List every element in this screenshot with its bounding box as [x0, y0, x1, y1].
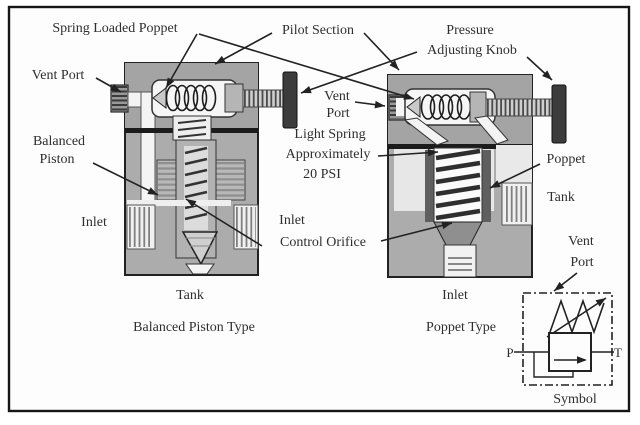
section-divider [388, 144, 532, 149]
label-spring-loaded-poppet: Spring Loaded Poppet [52, 21, 177, 36]
label-light-spring-1: Light Spring [294, 127, 365, 142]
main-spring [435, 148, 481, 221]
label-inlet-control-orifice-1: Inlet [279, 213, 305, 228]
caption-balanced-piston-type: Balanced Piston Type [133, 320, 255, 335]
symbol-pilot-line [533, 352, 574, 378]
main-spring-chamber [433, 147, 483, 223]
pilot-spring [420, 94, 472, 120]
label-balanced-piston-2: Piston [39, 152, 74, 167]
label-poppet: Poppet [547, 152, 586, 167]
adjusting-knob [551, 84, 567, 144]
label-pressure-adjusting-knob-2: Adjusting Knob [427, 43, 517, 58]
label-vent-center-1: Vent [324, 89, 350, 104]
label-tank-bottom: Tank [176, 288, 204, 303]
balanced-piston-valve [110, 62, 298, 276]
caption-poppet-type: Poppet Type [426, 320, 496, 335]
symbol-envelope [522, 292, 613, 386]
pilot-poppet-cone [406, 95, 421, 119]
label-vent-center-2: Port [326, 106, 349, 121]
relief-valve-symbol [514, 292, 614, 386]
label-inlet-control-orifice-2: Control Orifice [280, 235, 366, 250]
flow-gap [127, 200, 231, 206]
label-port-p: P [506, 345, 513, 360]
arrowhead [577, 356, 587, 364]
pilot-passage-left [403, 117, 450, 146]
label-light-spring-2: Approximately [286, 147, 371, 162]
inlet-seat-ribs [448, 257, 472, 271]
label-balanced-piston-1: Balanced [33, 134, 85, 149]
poppet-guide-left [425, 150, 434, 222]
label-inlet-left: Inlet [81, 215, 107, 230]
leader-lines [92, 32, 578, 292]
label-inlet-bottom: Inlet [442, 288, 468, 303]
pilot-passage-right [474, 115, 509, 145]
poppet-valve [387, 74, 567, 278]
label-vent-symbol-1: Vent [568, 234, 594, 249]
label-vent-symbol-2: Port [570, 255, 593, 270]
label-light-spring-3: 20 PSI [303, 167, 341, 182]
figure-border [7, 5, 631, 413]
label-pressure-adjusting-knob-1: Pressure [446, 23, 493, 38]
inlet-channel-left [126, 204, 156, 250]
caption-symbol: Symbol [553, 392, 597, 407]
pilot-seat-spring [177, 119, 207, 138]
poppet-guide-right [482, 150, 491, 222]
screw-collar [224, 83, 244, 113]
pilot-spring [165, 84, 217, 112]
adjusting-knob [282, 71, 298, 129]
inlet-port [443, 244, 477, 278]
label-vent-port-left: Vent Port [32, 68, 85, 83]
piston-nose [181, 231, 219, 266]
symbol-valve-box [548, 332, 592, 372]
symbol-adjust-arrow [546, 297, 607, 338]
label-pilot-section: Pilot Section [282, 23, 354, 38]
label-tank-right: Tank [547, 190, 575, 205]
label-port-t: T [614, 345, 622, 360]
arrowhead [595, 298, 606, 307]
tank-throat [185, 263, 215, 275]
